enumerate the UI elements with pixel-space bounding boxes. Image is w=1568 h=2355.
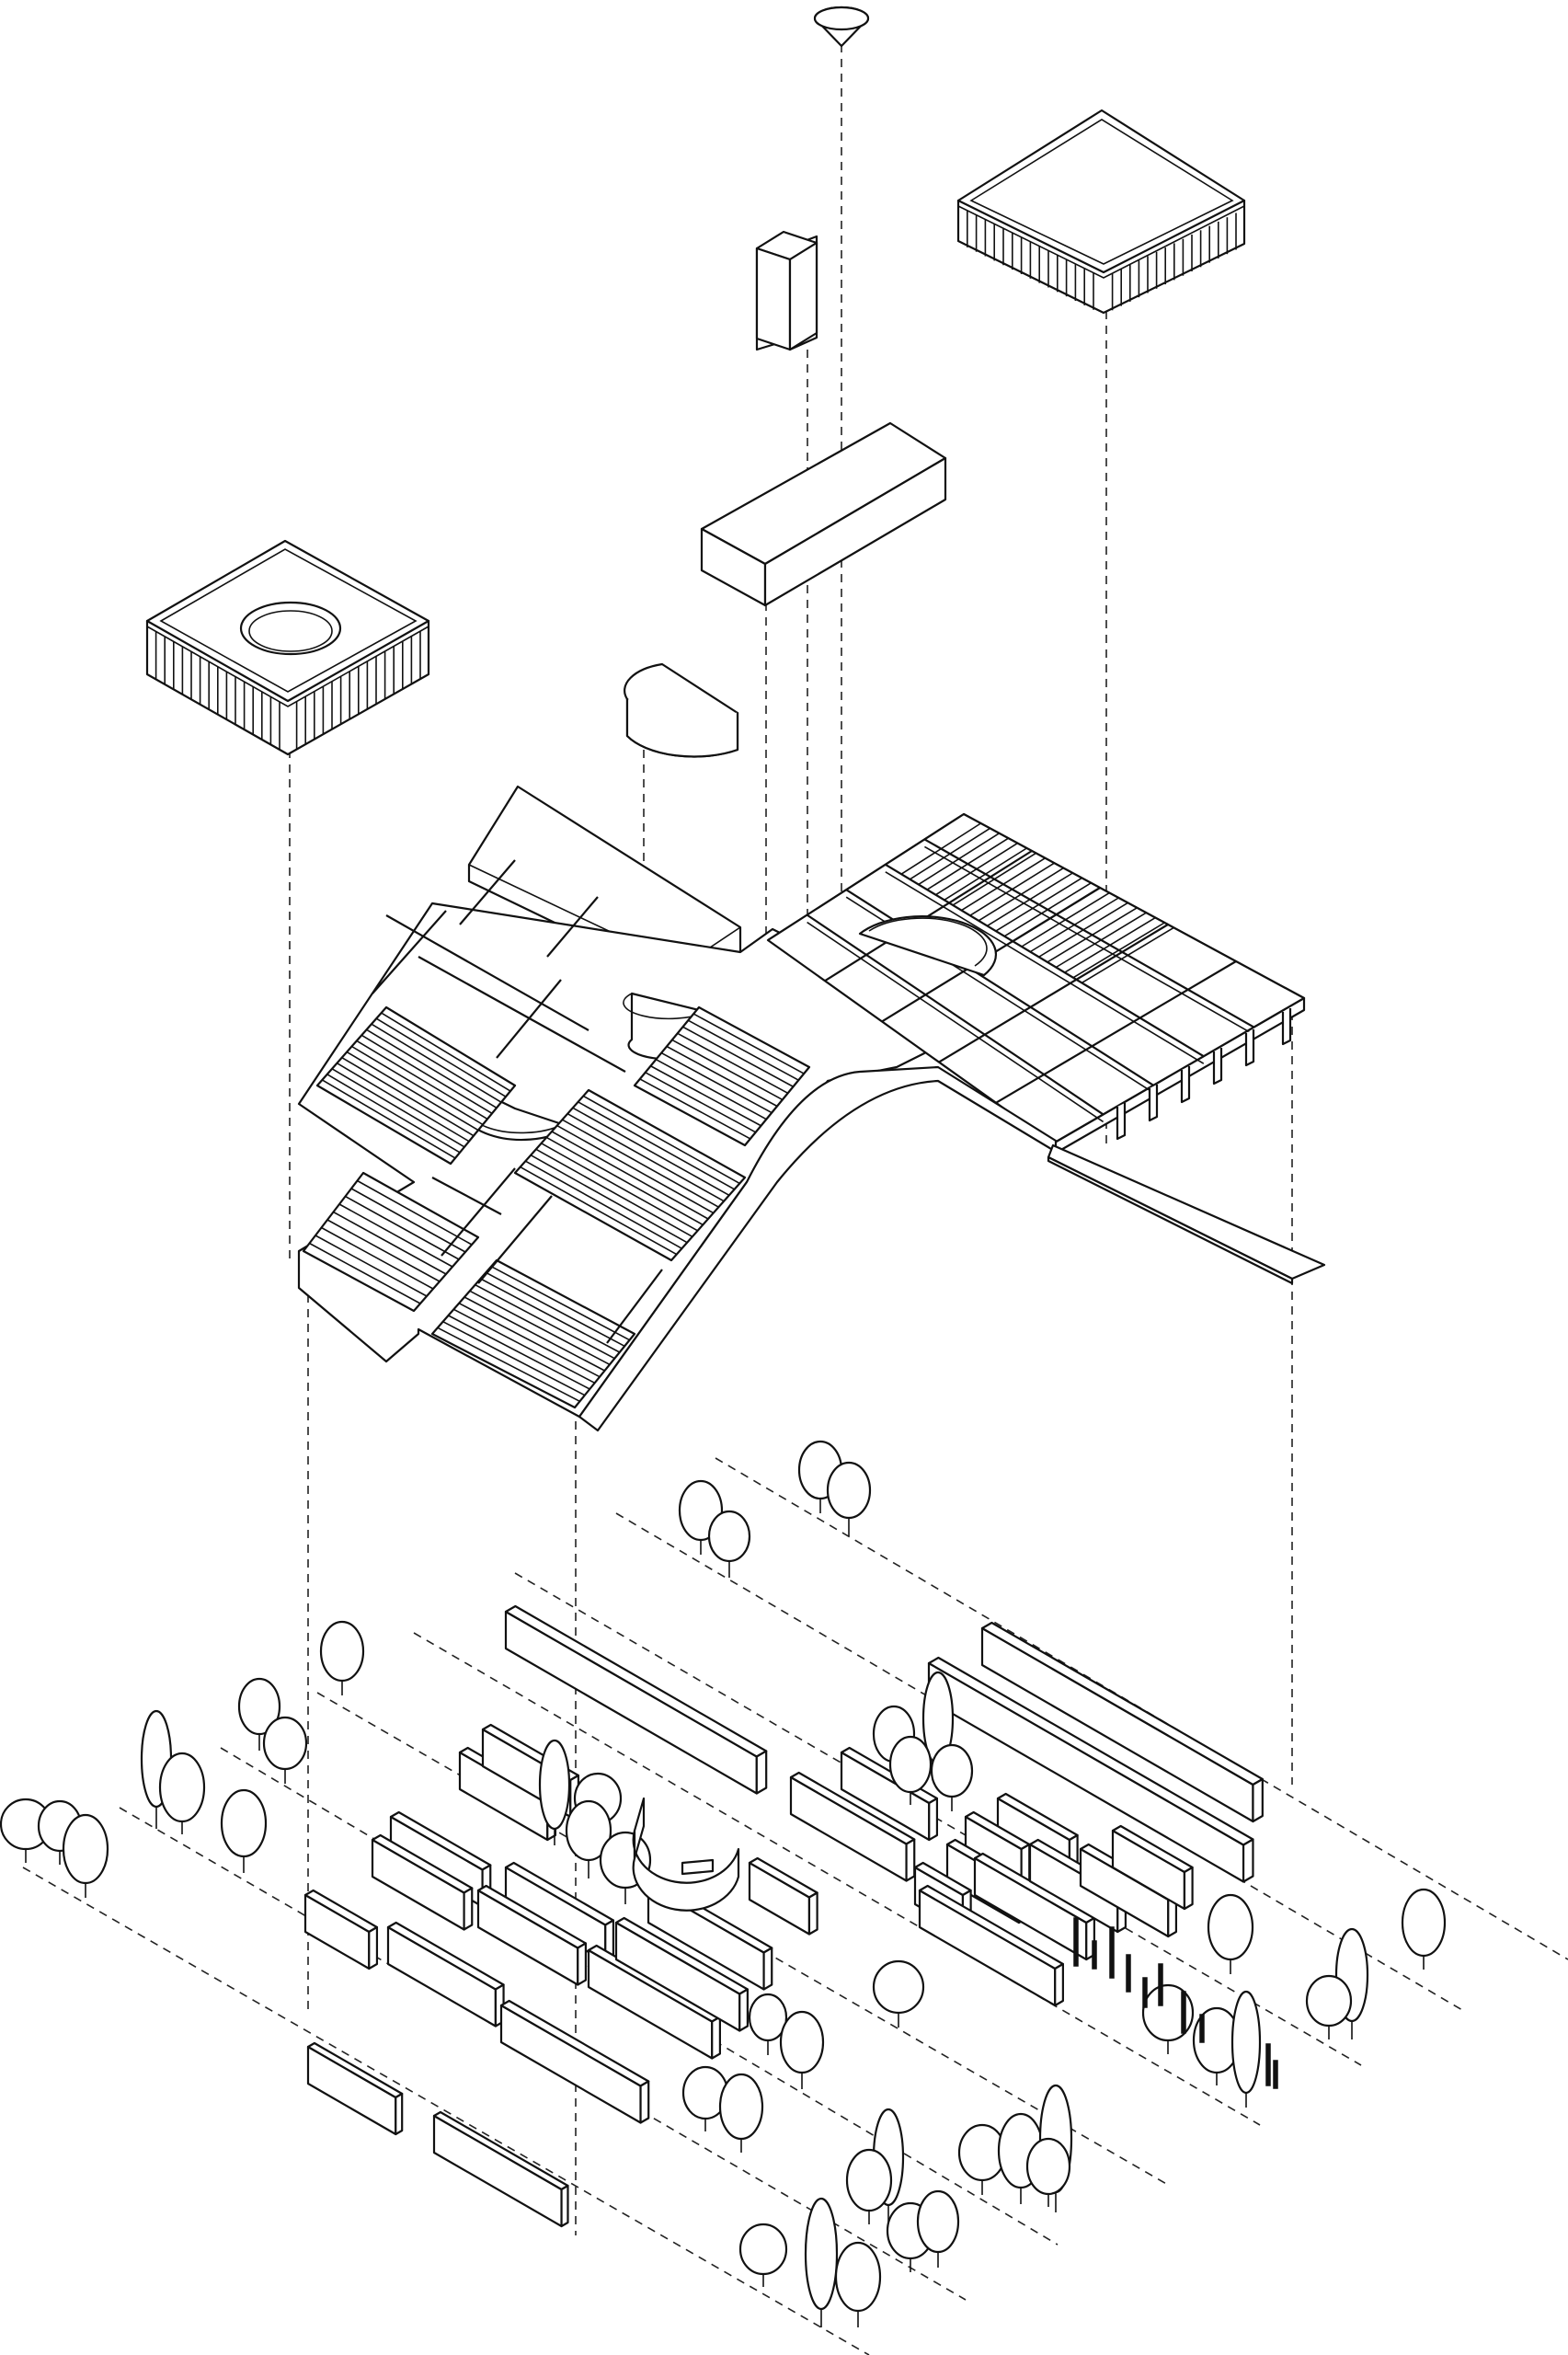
funnel-lamp xyxy=(813,6,870,48)
tree xyxy=(826,1461,872,1536)
post xyxy=(1109,1926,1115,1979)
post xyxy=(1142,1977,1148,2008)
post xyxy=(1073,1917,1079,1967)
tall-tower-block xyxy=(755,230,818,351)
post xyxy=(1126,1954,1131,1993)
tree xyxy=(748,1993,788,2055)
tree xyxy=(538,1739,571,1845)
tree xyxy=(1025,2137,1071,2207)
tree xyxy=(872,1959,925,2028)
post xyxy=(1273,2060,1278,2089)
tree xyxy=(62,1813,109,1898)
square-roof-box-with-opening-left xyxy=(145,539,430,756)
tree xyxy=(1305,1974,1353,2039)
tree xyxy=(220,1788,268,1873)
tree xyxy=(1141,1983,1195,2054)
tree xyxy=(916,2189,960,2268)
post xyxy=(1181,1991,1186,2034)
tree xyxy=(1207,1893,1254,1974)
long-bar-block xyxy=(700,421,947,607)
tree xyxy=(319,1620,365,1695)
square-roof-box-right xyxy=(956,109,1246,315)
tree xyxy=(834,2241,882,2327)
half-cylinder-block xyxy=(624,662,739,758)
tree xyxy=(718,2073,764,2153)
tree xyxy=(738,2223,788,2287)
tree xyxy=(845,2148,893,2224)
tree xyxy=(1401,1888,1447,1970)
tree xyxy=(930,1743,974,1811)
ground-walls-and-trees xyxy=(0,1440,1568,2355)
post xyxy=(1265,2043,1271,2086)
tree xyxy=(158,1752,206,1834)
tree xyxy=(707,1510,751,1578)
tree xyxy=(779,2010,825,2089)
tree xyxy=(237,1677,281,1751)
tree xyxy=(804,2197,839,2327)
tree xyxy=(565,1799,612,1878)
curved-bench xyxy=(632,1829,740,1912)
main-roof-grid-structure xyxy=(297,785,1306,1432)
tree xyxy=(957,2123,1007,2195)
post xyxy=(1158,1963,1163,2006)
post xyxy=(1092,1940,1097,1970)
walkway-bridge xyxy=(1047,1143,1326,1285)
tree xyxy=(888,1735,933,1805)
post xyxy=(1199,2014,1205,2043)
tree xyxy=(262,1716,308,1784)
tree xyxy=(1230,1990,1262,2108)
